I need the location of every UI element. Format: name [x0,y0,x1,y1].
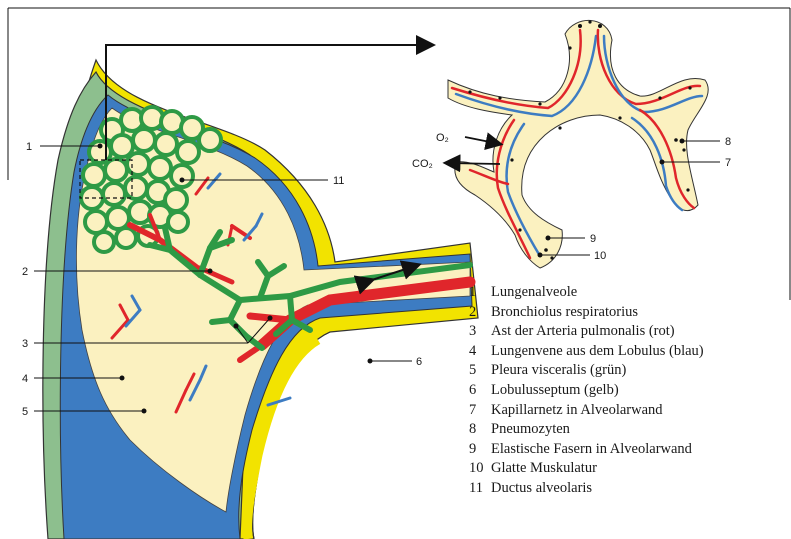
label-co2: CO₂ [412,158,433,170]
legend-text: Lungenvene aus dem Lobulus (blau) [491,343,704,359]
callout-2: 2 [22,266,28,278]
callout-9: 9 [590,233,596,245]
callout-10: 10 [594,250,606,262]
legend-number: 7 [469,401,491,421]
legend-number: 3 [469,322,491,342]
legend-text: Glatte Muskulatur [491,460,597,476]
legend-text: Pleura visceralis (grün) [491,362,626,378]
callout-8: 8 [725,136,731,148]
callout-5: 5 [22,406,28,418]
callout-4: 4 [22,373,28,385]
legend-text: Kapillarnetz in Alveolarwand [491,402,663,418]
label-o2: O₂ [436,132,449,144]
legend-text: Pneumozyten [491,421,570,437]
legend-number: 10 [469,459,491,479]
legend-text: Bronchiolus respiratorius [491,304,638,320]
legend-number: 11 [469,479,491,499]
callout-6: 6 [416,356,422,368]
legend-text: Lobulusseptum (gelb) [491,382,619,398]
callout-1: 1 [26,141,32,153]
legend-number: 1 [469,283,491,303]
legend-number: 5 [469,361,491,381]
callout-3: 3 [22,338,28,350]
alveolus-detail [446,20,708,268]
lobule [43,60,478,539]
legend-text: Elastische Fasern in Alveolarwand [491,441,692,457]
legend-text: Lungenalveole [491,284,577,300]
legend-number: 4 [469,342,491,362]
legend-number: 8 [469,420,491,440]
callout-7: 7 [725,157,731,169]
legend-text: Ast der Arteria pulmonalis (rot) [491,323,675,339]
legend-text: Ductus alveolaris [491,480,592,496]
legend-number: 2 [469,303,491,323]
legend-number: 6 [469,381,491,401]
legend-number: 9 [469,440,491,460]
callout-11: 11 [333,175,344,187]
